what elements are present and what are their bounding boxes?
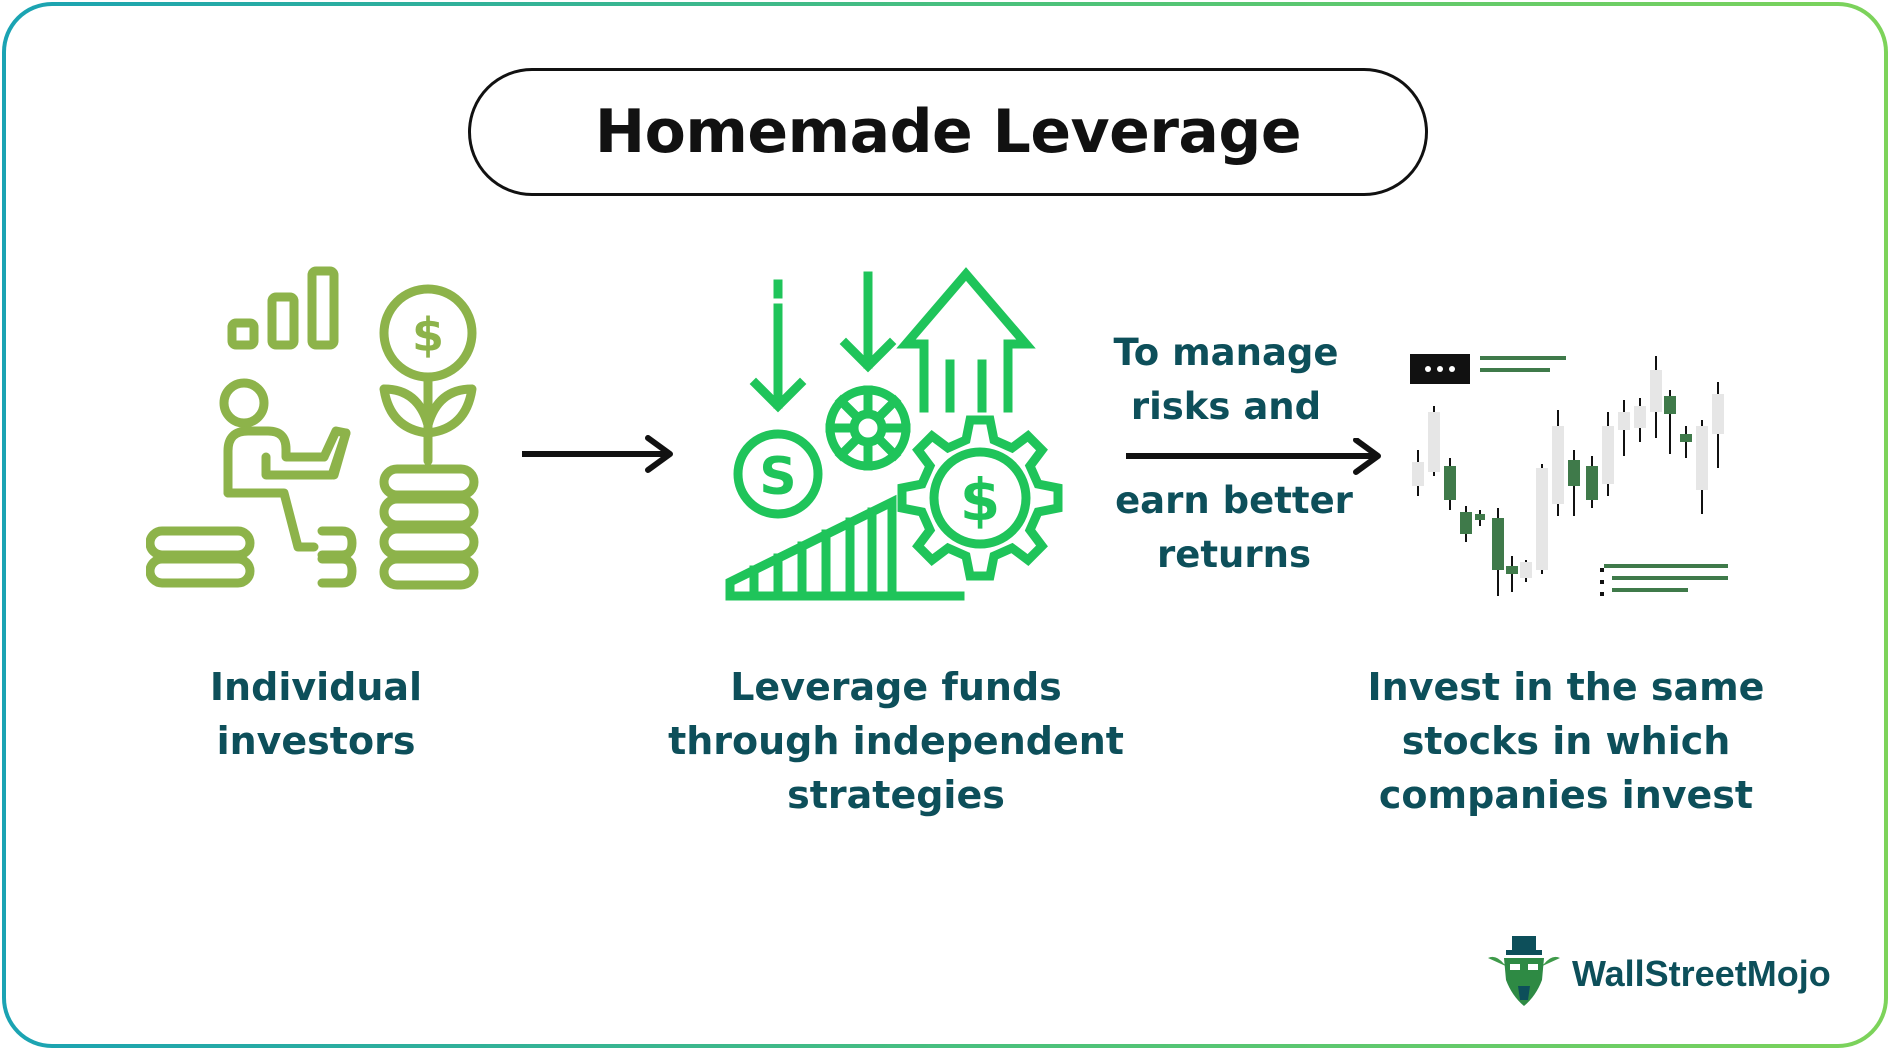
step-caption-invest: Invest in the same stocks in which compa…: [1336, 660, 1796, 822]
svg-text:S: S: [759, 447, 796, 507]
step-caption-investors: Individual investors: [166, 660, 466, 768]
canvas: Homemade Leverage: [6, 6, 1884, 1044]
caption-line: strategies: [787, 773, 1005, 817]
caption-line: Invest in the same: [1367, 665, 1765, 709]
caption-line: Individual: [209, 665, 423, 709]
connector-label-bottom: earn better returns: [1084, 474, 1384, 582]
page-title: Homemade Leverage: [594, 97, 1302, 167]
connector-label-line: returns: [1157, 533, 1311, 576]
arrow-right-icon: [518, 434, 678, 474]
arrow-right-icon: [1124, 437, 1386, 478]
brand-logo: WallStreetMojo: [1484, 934, 1831, 1014]
caption-line: Leverage funds: [730, 665, 1062, 709]
investor-coins-plant-icon: $: [145, 261, 496, 606]
connector-label-line: risks and: [1130, 385, 1322, 428]
step-caption-leverage: Leverage funds through independent strat…: [656, 660, 1136, 822]
leverage-gears-arrows-icon: S $: [724, 264, 1064, 604]
title-pill: Homemade Leverage: [468, 68, 1428, 196]
caption-line: investors: [216, 719, 416, 763]
svg-text:$: $: [412, 308, 444, 362]
connector-label-line: To manage: [1113, 331, 1339, 374]
connector-label-top: To manage risks and: [1076, 326, 1376, 434]
caption-line: companies invest: [1378, 773, 1754, 817]
bull-mascot-icon: [1484, 934, 1564, 1014]
svg-text:$: $: [960, 466, 1000, 534]
caption-line: through independent: [668, 719, 1124, 763]
caption-line: stocks in which: [1401, 719, 1731, 763]
candlestick-chart-icon: [1406, 346, 1736, 606]
brand-name: WallStreetMojo: [1572, 953, 1831, 994]
connector-label-line: earn better: [1115, 479, 1353, 522]
